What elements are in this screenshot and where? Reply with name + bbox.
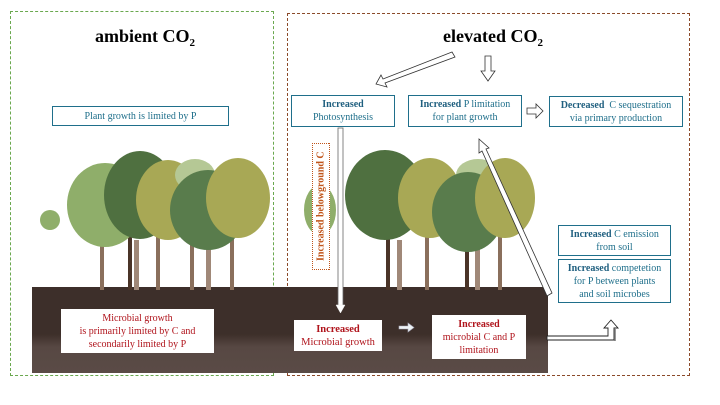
increased-c-emission-box: Increased C emission from soil	[558, 225, 671, 256]
arrow-p-limitation-to-sequestration	[526, 103, 544, 119]
arrow-co2-to-photosynthesis	[375, 51, 456, 88]
increased-microbial-growth-box: Increased Microbial growth	[294, 320, 382, 351]
increased-photosynthesis-box: Increased Photosynthesis	[291, 95, 395, 127]
plant-growth-limited-box: Plant growth is limited by P	[52, 106, 229, 126]
increased-competition-box: Increased competetion for P between plan…	[558, 259, 671, 303]
arrow-microbial-limitation-to-soil-boxes	[546, 319, 619, 341]
microbial-growth-limited-box: Microbial growth is primarily limited by…	[61, 309, 214, 353]
ambient-co2-title: ambient CO2	[95, 26, 195, 49]
arrow-competition-to-p-limitation	[478, 138, 553, 297]
ambient-co2-panel	[10, 11, 274, 376]
tree-trunks	[386, 230, 502, 290]
arrow-microbial-growth-to-limitation	[398, 322, 415, 333]
decreased-c-sequestration-box: Decreased C sequestration via primary pr…	[549, 96, 683, 127]
trees-ambient-illustration	[40, 151, 270, 290]
arrow-co2-to-p-limitation	[480, 55, 496, 82]
elevated-co2-title: elevated CO2	[443, 26, 543, 49]
increased-p-limitation-box: Increased P limitation for plant growth	[408, 95, 522, 127]
tree-trunks	[100, 210, 234, 290]
increased-microbial-limitation-box: Increased microbial C and P limitation	[432, 315, 526, 359]
arrow-photosynthesis-to-microbial-growth	[335, 127, 346, 314]
tree-canopies	[40, 151, 270, 250]
elevated-co2-panel	[287, 13, 690, 376]
